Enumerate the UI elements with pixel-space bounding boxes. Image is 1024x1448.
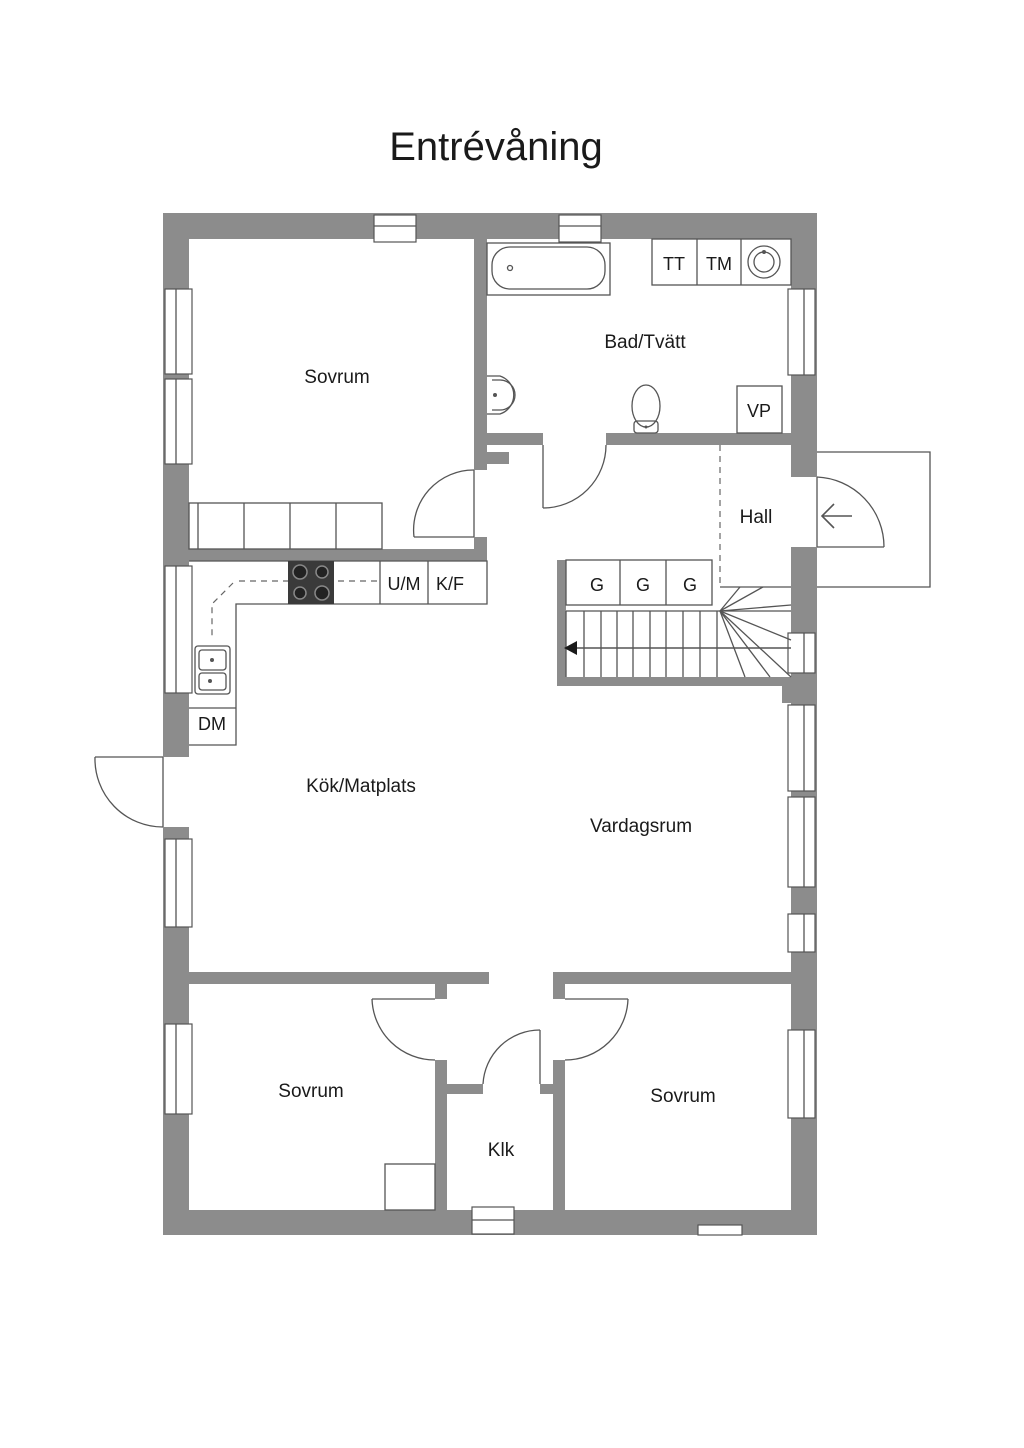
- fixture-kf: K/F: [436, 574, 464, 594]
- room-label-sovrum-top: Sovrum: [304, 367, 369, 388]
- fixture-tt: TT: [663, 254, 685, 274]
- stair-arrow-icon: [564, 641, 577, 655]
- windows: [164, 214, 816, 1236]
- fixture-um: U/M: [388, 574, 421, 594]
- room-label-kok-matplats: Kök/Matplats: [306, 776, 416, 797]
- closet-g1: G: [590, 575, 604, 595]
- fixture-vp: VP: [747, 401, 771, 421]
- kitchen-sink-icon: [194, 645, 231, 695]
- bedroom-cabinet: [384, 1163, 436, 1211]
- room-labels: Sovrum Bad/Tvätt Hall Kök/Matplats Varda…: [278, 332, 772, 1161]
- wardrobes: [188, 502, 383, 550]
- washer-dryer: TT TM: [651, 238, 792, 286]
- doors: [94, 444, 931, 1085]
- closet-g2: G: [636, 575, 650, 595]
- room-label-sovrum-bottom-left: Sovrum: [278, 1081, 343, 1102]
- wall-openings: [163, 477, 817, 827]
- room-label-klk: Klk: [488, 1140, 515, 1161]
- plan-title: Entrévåning: [389, 125, 603, 169]
- fixture-dm: DM: [198, 714, 226, 734]
- closets: G G G: [565, 559, 713, 606]
- room-label-vardagsrum: Vardagsrum: [590, 816, 692, 837]
- stove-icon: [288, 561, 334, 604]
- stairs: [564, 586, 792, 678]
- kitchen-counter: U/M K/F DM: [189, 560, 488, 746]
- closet-g3: G: [683, 575, 697, 595]
- water-heater: VP: [736, 385, 783, 434]
- washbasin-icon: [487, 375, 516, 415]
- toilet-icon: [631, 384, 661, 434]
- room-label-sovrum-bottom-right: Sovrum: [650, 1086, 715, 1107]
- bathtub: [486, 242, 611, 296]
- fixture-tm: TM: [706, 254, 732, 274]
- exterior-walls: [163, 213, 817, 1235]
- room-label-hall: Hall: [740, 507, 773, 528]
- sink-icon: [747, 245, 781, 279]
- room-label-bad-tvatt: Bad/Tvätt: [604, 332, 686, 353]
- interior-walls: [163, 239, 817, 1210]
